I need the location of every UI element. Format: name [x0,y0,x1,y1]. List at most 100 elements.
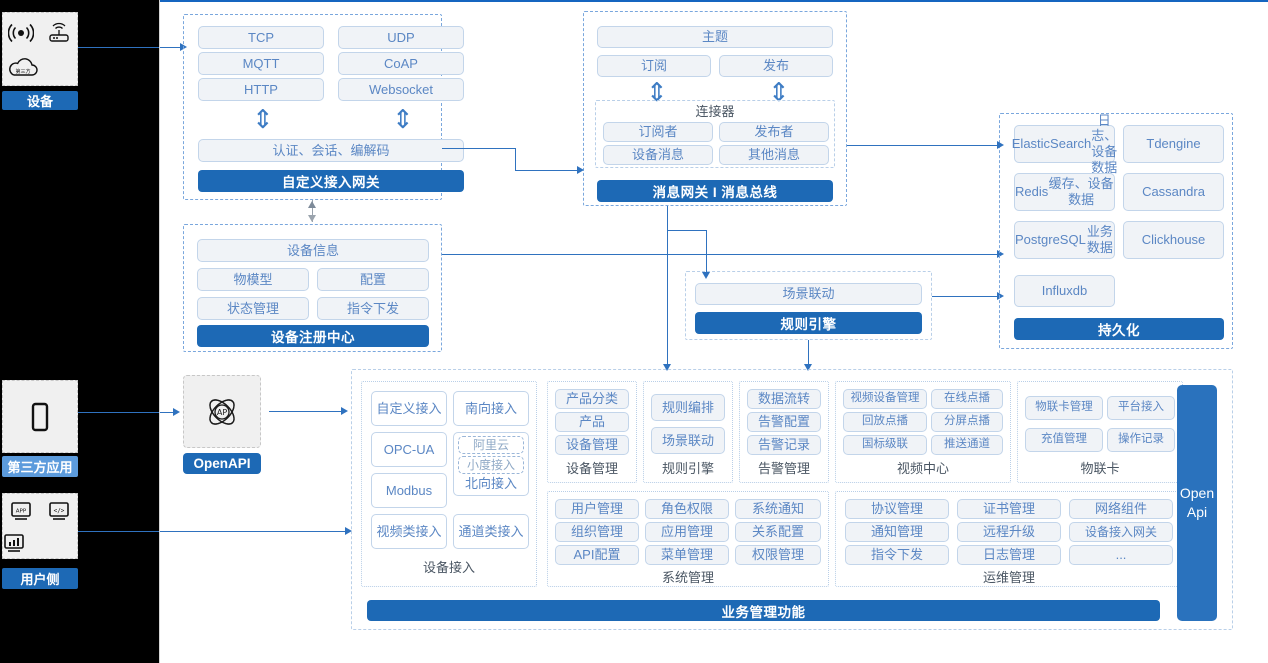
open-api-vertical-bar[interactable]: Open Api [1177,385,1217,621]
persistence-cassandra[interactable]: Cassandra [1123,173,1224,211]
rule-engine-group [685,271,932,340]
persistence-influxdb[interactable]: Influxdb [1014,275,1115,307]
persistence-elasticsearch-title: ElasticSearch [1011,136,1092,152]
om-notice-management[interactable]: 通知管理 [845,522,949,542]
api-atom-icon: AP [200,390,244,434]
device-registry-group [183,224,442,352]
access-opcua[interactable]: OPC-UA [371,432,447,467]
om-command-dispatch[interactable]: 指令下发 [845,545,949,565]
re-scene-linkage[interactable]: 场景联动 [651,427,725,454]
ops-management-caption: 运维管理 [982,569,1035,585]
protocol-websocket[interactable]: Websocket [338,78,464,101]
topic-chip[interactable]: 主题 [597,26,833,48]
openapi-tag[interactable]: OpenAPI [183,453,261,474]
am-alarm-config[interactable]: 告警配置 [747,412,821,432]
rule-engine-bar[interactable]: 规则引擎 [695,312,922,334]
device-registry-bar[interactable]: 设备注册中心 [197,325,429,347]
access-northbound-xiaodu[interactable]: 小度接入 [458,456,524,475]
vc-live-vod[interactable]: 在线点播 [931,389,1003,409]
business-management-bar[interactable]: 业务管理功能 [367,600,1160,621]
auth-session-codec[interactable]: 认证、会话、编解码 [198,139,464,162]
protocol-coap[interactable]: CoAP [338,52,464,75]
ic-platform-access[interactable]: 平台接入 [1107,396,1175,420]
sm-org-management[interactable]: 组织管理 [555,522,639,542]
access-northbound[interactable]: 阿里云 小度接入 北向接入 [453,432,529,496]
dm-product-category[interactable]: 产品分类 [555,389,629,409]
om-more[interactable]: ... [1069,545,1173,565]
config-chip[interactable]: 配置 [317,268,429,291]
updown-arrow-publish-icon: ⇕ [768,77,790,107]
arrow-registry-to-persistence [997,249,1004,258]
sm-api-config[interactable]: API配置 [555,545,639,565]
access-northbound-aliyun[interactable]: 阿里云 [458,436,524,455]
persistence-redis[interactable]: Redis 缓存、设备数据 [1014,173,1115,211]
protocol-tcp[interactable]: TCP [198,26,324,49]
sm-user-management[interactable]: 用户管理 [555,499,639,519]
om-protocol-management[interactable]: 协议管理 [845,499,949,519]
thing-model-chip[interactable]: 物模型 [197,268,309,291]
publish-chip[interactable]: 发布 [719,55,833,77]
access-channel[interactable]: 通道类接入 [453,514,529,549]
device-info-chip[interactable]: 设备信息 [197,239,429,262]
access-modbus[interactable]: Modbus [371,473,447,508]
connector-rule-to-persistence [932,296,997,297]
vc-playback-vod[interactable]: 回放点播 [843,412,927,432]
vc-split-screen-vod[interactable]: 分屏点播 [931,412,1003,432]
om-log-management[interactable]: 日志管理 [957,545,1061,565]
updown-arrow-subscribe-icon: ⇕ [646,77,668,107]
mobile-phone-icon [29,401,51,433]
sm-role-permission[interactable]: 角色权限 [645,499,729,519]
connector-publisher[interactable]: 发布者 [719,122,829,142]
connector-device-message[interactable]: 设备消息 [603,145,713,165]
re-rule-orchestration[interactable]: 规则编排 [651,394,725,421]
scene-linkage-chip[interactable]: 场景联动 [695,283,922,305]
persistence-bar[interactable]: 持久化 [1014,318,1224,340]
ic-operation-logs[interactable]: 操作记录 [1107,428,1175,452]
ic-recharge-management[interactable]: 充值管理 [1025,428,1103,452]
am-data-flow[interactable]: 数据流转 [747,389,821,409]
device-management-caption: 设备管理 [565,460,618,476]
vc-video-device-management[interactable]: 视频设备管理 [843,389,927,409]
custom-access-gateway-bar[interactable]: 自定义接入网关 [198,170,464,192]
app-window-icon: APP [10,501,32,521]
om-certificate-management[interactable]: 证书管理 [957,499,1061,519]
connector-openapi-to-business [269,411,341,412]
sm-app-management[interactable]: 应用管理 [645,522,729,542]
protocol-mqtt[interactable]: MQTT [198,52,324,75]
access-video[interactable]: 视频类接入 [371,514,447,549]
sm-menu-management[interactable]: 菜单管理 [645,545,729,565]
arrow-thirdparty-to-openapi [173,407,180,416]
connector-title: 连接器 [695,103,735,119]
arrow-msgbus-to-rule [702,272,710,279]
router-icon [46,22,72,44]
message-gateway-bar[interactable]: 消息网关 I 消息总线 [597,180,833,202]
sm-relation-config[interactable]: 关系配置 [735,522,821,542]
protocol-http[interactable]: HTTP [198,78,324,101]
access-northbound-label: 北向接入 [464,476,517,492]
arrow-rule-to-persistence [997,291,1004,300]
om-network-component[interactable]: 网络组件 [1069,499,1173,519]
access-custom[interactable]: 自定义接入 [371,391,447,426]
vc-gb-cascade[interactable]: 国标级联 [843,435,927,455]
vc-push-channel[interactable]: 推送通道 [931,435,1003,455]
sm-system-notice[interactable]: 系统通知 [735,499,821,519]
arrow-msgbus-to-business [663,364,671,371]
persistence-tdengine[interactable]: Tdengine [1123,125,1224,163]
am-alarm-records[interactable]: 告警记录 [747,435,821,455]
status-management-chip[interactable]: 状态管理 [197,297,309,320]
sm-permission-management[interactable]: 权限管理 [735,545,821,565]
connector-subscriber[interactable]: 订阅者 [603,122,713,142]
dm-device-management[interactable]: 设备管理 [555,435,629,455]
protocol-udp[interactable]: UDP [338,26,464,49]
persistence-clickhouse[interactable]: Clickhouse [1123,221,1224,259]
connector-other-message[interactable]: 其他消息 [719,145,829,165]
command-dispatch-chip[interactable]: 指令下发 [317,297,429,320]
om-remote-upgrade[interactable]: 远程升级 [957,522,1061,542]
persistence-elasticsearch[interactable]: ElasticSearch 日志、设备数据 [1011,113,1118,175]
dm-product[interactable]: 产品 [555,412,629,432]
access-southbound[interactable]: 南向接入 [453,391,529,426]
persistence-postgresql[interactable]: PostgreSQL 业务数据 [1014,221,1115,259]
ic-card-management[interactable]: 物联卡管理 [1025,396,1103,420]
subscribe-chip[interactable]: 订阅 [597,55,711,77]
om-device-access-gateway[interactable]: 设备接入网关 [1069,522,1173,542]
